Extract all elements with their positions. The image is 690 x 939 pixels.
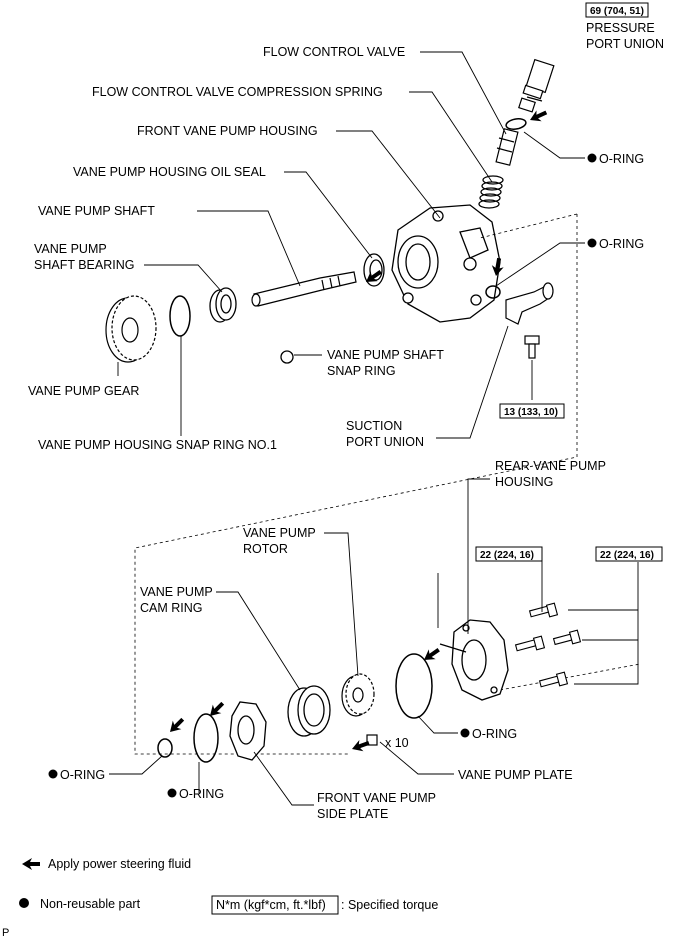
leader-lines [109,51,639,806]
front-vane-pump-housing-label: FRONT VANE PUMP HOUSING [137,124,318,138]
torque-box-bolt-b [595,546,663,562]
cam-ring-label-1: VANE PUMP [140,585,213,599]
torque-box-suction [499,403,565,419]
torque-suction-label: 13 (133, 10) [504,407,558,418]
legend-non-reusable-label: Non-reusable part [40,897,141,911]
shaft-bearing-part [209,287,237,323]
torque-box-pressure [585,2,649,18]
rear-housing-label-1: REAR VANE PUMP [495,459,606,473]
side-plate-label-2: SIDE PLATE [317,807,388,821]
cam-ring-label-2: CAM RING [140,601,203,615]
side-plate-label-1: FRONT VANE PUMP [317,791,436,805]
footer-code: P [2,927,9,939]
legend-torque-box-label: N*m (kgf*cm, ft.*lbf) [216,898,326,912]
suction-port-union-label-1: SUCTION [346,419,402,433]
shaft-snap-ring-part [280,350,294,364]
o-ring-label-5: O-RING [179,787,224,801]
vane-pump-gear-label: VANE PUMP GEAR [28,384,139,398]
flow-control-valve-part [495,128,519,166]
shaft-snap-ring-label-2: SNAP RING [327,364,396,378]
o-ring-side-large-part [193,713,219,763]
vane-pump-shaft-part [251,271,357,307]
assembly-guide-lines-b [479,213,578,239]
shaft-snap-ring-label-1: VANE PUMP SHAFT [327,348,444,362]
o-ring-suction-part [485,285,501,299]
flow-control-valve-label: FLOW CONTROL VALVE [263,45,405,59]
vane-pump-plate-part [366,734,378,746]
torque-box-bolt-a [475,546,543,562]
pressure-port-union-label-1: PRESSURE [586,21,655,35]
non-reusable-dot-5 [167,788,177,798]
o-ring-label-2: O-RING [599,237,644,251]
torque-bolt-b-label: 22 (224, 16) [600,550,654,561]
o-ring-side-small-part [157,738,173,758]
legend-torque-box [211,895,339,915]
torque-bolt-a-label: 22 (224, 16) [480,550,534,561]
vane-pump-rotor-part [341,673,375,717]
non-reusable-dot-4 [48,769,58,779]
vane-pump-gear-part [105,295,157,363]
rear-housing-label-2: HOUSING [495,475,553,489]
bearing-label-2: SHAFT BEARING [34,258,134,272]
pressure-port-union-part [518,58,555,113]
o-ring-label-4: O-RING [60,768,105,782]
compression-spring-part [478,175,504,209]
flow-control-valve-spring-label: FLOW CONTROL VALVE COMPRESSION SPRING [92,85,383,99]
legend-torque-text-label: : Specified torque [341,898,438,912]
housing-snap-ring-part [169,295,191,337]
o-ring-label-3: O-RING [472,727,517,741]
o-ring-large-part [395,653,433,719]
suction-port-union-part [505,282,554,325]
oil-seal-label: VANE PUMP HOUSING OIL SEAL [73,165,266,179]
o-ring-top-part [505,118,527,130]
bearing-label-1: VANE PUMP [34,242,107,256]
legend-fluid-label: Apply power steering fluid [48,857,191,871]
suction-bolt-part [524,335,540,359]
cam-ring-part [287,685,331,737]
plate-count-label: x 10 [385,736,409,750]
legend-arrow-icon [22,858,40,870]
pressure-port-union-label-2: PORT UNION [586,37,664,51]
front-vane-pump-housing-part [391,204,501,323]
assembly-guide-lines [134,214,578,755]
legend-dot-icon [19,898,29,908]
o-ring-label-1: O-RING [599,152,644,166]
vane-pump-shaft-label: VANE PUMP SHAFT [38,204,155,218]
non-reusable-dot-2 [587,238,597,248]
torque-pressure-label: 69 (704, 51) [590,6,644,17]
vane-pump-plate-label: VANE PUMP PLATE [458,768,573,782]
rotor-label-2: ROTOR [243,542,288,556]
assembly-guide-lines-c [499,663,641,691]
front-side-plate-part [229,701,267,761]
suction-port-union-label-2: PORT UNION [346,435,424,449]
non-reusable-dot-1 [587,153,597,163]
rotor-label-1: VANE PUMP [243,526,316,540]
housing-snap-ring-label: VANE PUMP HOUSING SNAP RING NO.1 [38,438,277,452]
rear-housing-bolts [514,602,582,688]
non-reusable-dot-3 [460,728,470,738]
rear-vane-pump-housing-part [439,619,509,701]
